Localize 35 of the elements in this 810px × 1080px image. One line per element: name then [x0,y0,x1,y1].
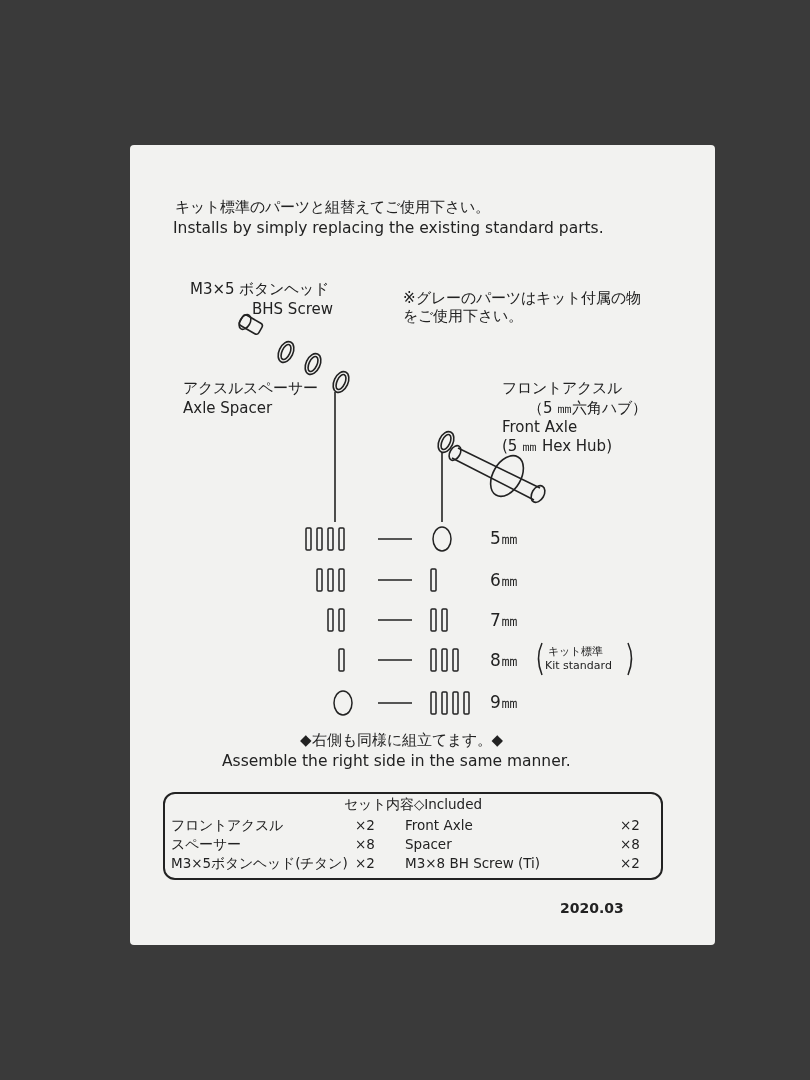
item-quantity: ×2 [355,818,375,833]
item-name: スペーサー [171,837,241,852]
part-label: （5 ㎜六角ハブ） [528,399,648,417]
size-label: Kit standard [545,659,612,673]
part-label: Front Axle [502,418,578,436]
item-name: Front Axle [405,818,473,833]
part-label: Axle Spacer [183,399,273,417]
item-name: フロントアクスル [171,818,283,833]
part-label: フロントアクスル [502,379,622,397]
part-label: (5 ㎜ Hex Hub) [502,437,612,455]
instruction-text: ※グレーのパーツはキット付属の物をご使用下さい。 [403,289,642,325]
item-quantity: ×2 [620,818,640,833]
instruction-text: ◆右側も同様に組立てます。◆ [300,731,504,749]
item-quantity: ×8 [620,837,640,852]
part-label: アクスルスペーサー [183,379,318,397]
item-name: M3×5ボタンヘッド(チタン) [171,856,348,871]
size-label: 6㎜ [490,570,518,591]
size-label: 9㎜ [490,692,518,713]
size-label: 8㎜ [490,650,518,671]
contents-heading: セット内容◇Included [342,797,484,812]
instruction-text: キット標準のパーツと組替えてご使用下さい。 [175,198,490,216]
instruction-text: Installs by simply replacing the existing standard parts. [173,219,604,238]
date-text: 2020.03 [560,900,624,917]
item-name: M3×8 BH Screw (Ti) [405,856,541,871]
size-label: 5㎜ [490,528,518,549]
part-label: BHS Screw [252,300,333,318]
size-label: キット標準 [548,645,603,659]
item-quantity: ×2 [355,856,375,871]
size-label: 7㎜ [490,610,518,631]
part-label: M3×5 ボタンヘッド [190,280,330,298]
item-quantity: ×2 [620,856,640,871]
instruction-text: Assemble the right side in the same manner. [222,752,571,771]
item-quantity: ×8 [355,837,375,852]
item-name: Spacer [405,837,452,852]
contents-box [163,792,663,880]
